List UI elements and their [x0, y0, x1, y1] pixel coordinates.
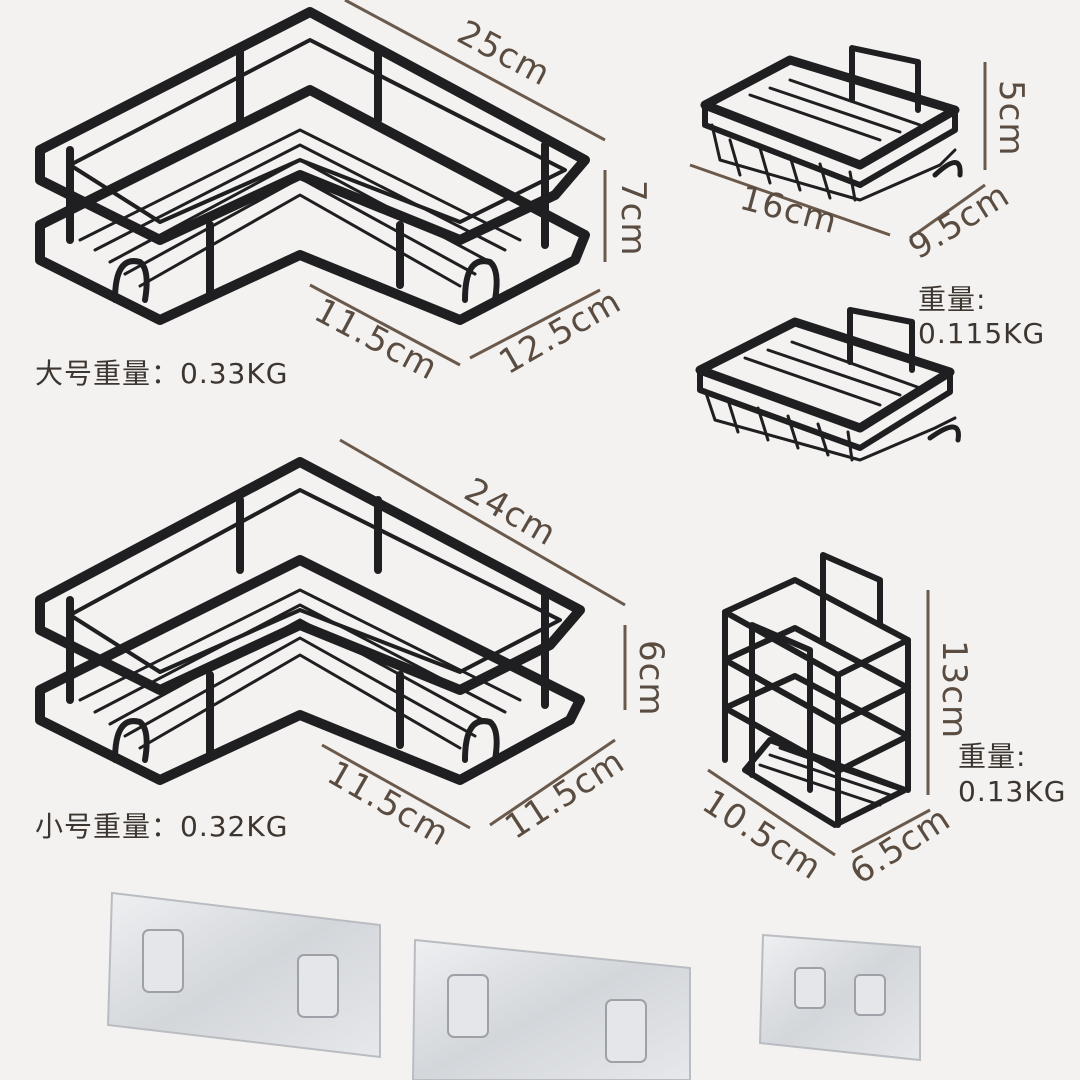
soap-height-dimension: 5cm	[991, 80, 1031, 156]
holder-length-dimension: 10.5cm	[695, 782, 829, 888]
holder-height-dimension: 13cm	[934, 640, 974, 739]
large-width-dimension: 25cm	[451, 13, 557, 95]
adhesive-pad-1	[106, 891, 381, 1059]
small-rack-weight-label: 小号重量：0.32KG	[35, 810, 289, 843]
soap-depth-dimension: 9.5cm	[902, 175, 1017, 268]
soap-weight-title: 重量:	[918, 283, 987, 316]
small-corner-rack	[35, 457, 585, 785]
soap-dish-top	[700, 45, 963, 202]
soap-dish-second	[695, 307, 961, 462]
holder-weight-value: 0.13KG	[958, 775, 1067, 808]
large-corner-rack	[35, 7, 590, 325]
large-height-dimension: 7cm	[613, 180, 653, 256]
large-rack-weight-label: 大号重量：0.33KG	[35, 357, 289, 390]
soap-weight-value: 0.115KG	[918, 317, 1046, 350]
small-width-dimension: 24cm	[458, 470, 564, 554]
small-side-b-dimension: 11.5cm	[498, 741, 632, 847]
small-height-dimension: 6cm	[631, 640, 671, 716]
holder-weight-title: 重量:	[958, 740, 1027, 773]
toothbrush-holder	[722, 552, 911, 828]
adhesive-pad-3	[758, 933, 921, 1062]
adhesive-pad-2	[411, 938, 691, 1080]
